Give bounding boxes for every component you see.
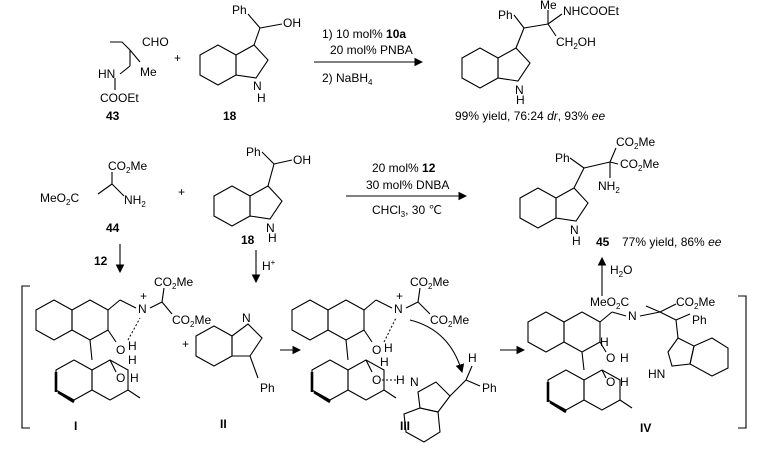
o-text-2: O [116,371,125,385]
co2me-right: CO2Me [430,313,469,329]
o-text-2: O [606,375,615,389]
compound-label-44: 44 [106,221,120,235]
h-text: H [268,231,277,245]
me-text: Me [540,0,557,12]
nh2-text: NH2 [124,193,146,209]
o-text-2: O [372,373,381,387]
reactant-18-mid: Ph OH N H 18 [213,145,311,247]
compound-label-43: 43 [106,109,120,123]
n-text: N [138,302,147,316]
h-text-1: H [384,341,393,355]
hn-text: HN [98,67,115,81]
hn-text: HN [648,367,665,381]
water-label: H2O [610,263,632,279]
co2me-text: CO2Me [676,295,715,311]
h-text: H [257,91,266,105]
co2me-right: CO2Me [172,313,211,329]
h-text-top: H [468,351,477,365]
yield-text-top: 99% yield, 76:24 dr, 93% ee [455,109,605,123]
co2me-text: CO2Me [108,159,147,175]
n-text: N [628,309,637,323]
plus-sign-mech: + [182,337,189,351]
bracket-left [21,285,30,429]
n-indole: N [410,375,419,389]
ph-text: Ph [260,381,275,395]
h-text-1: H [600,335,609,349]
label-IV: IV [640,421,651,435]
label-II: II [220,417,227,431]
reactant-44: CO2Me MeO2C NH2 44 [40,159,147,235]
reactant-18-top: Ph OH N H 18 [199,3,301,123]
h-text: H [572,234,581,248]
co2me-top: CO2Me [154,275,193,291]
meo2c-text: MeO2C [40,191,79,207]
h-text-3: H [620,375,629,389]
plus-charge: + [140,289,147,303]
h-text-3: H [130,371,139,385]
n-text: N [570,223,579,237]
co2me-text-2: CO2Me [620,157,659,173]
ph-text: Ph [482,381,497,395]
plus-sign: + [178,185,185,199]
plus-sign: + [174,51,181,65]
reactant-43: CHO HN Me COOEt 43 [98,35,169,123]
condition-line-3: CHCl3, 30 ℃ [372,203,442,219]
cooet-text: COOEt [100,91,139,105]
n-text: N [266,221,275,235]
h-text-2: H [620,351,629,365]
cho-text: CHO [142,35,169,49]
compound-label-45: 45 [596,235,610,249]
h-text-2: H [128,353,137,367]
h-text: H [516,93,525,107]
n-text: N [515,83,524,97]
compound-label-18-top: 18 [223,109,237,123]
catalyst-label-12: 12 [94,254,108,268]
ph-text: Ph [246,145,261,159]
condition-line-2: 20 mol% PNBA [330,43,413,57]
condition-line-1: 1) 10 mol% 10a [322,27,406,41]
co2me-text-1: CO2Me [616,135,655,151]
condition-line-1: 20 mol% 12 [372,161,436,175]
oh-text: OH [293,153,311,167]
n-text: N [242,311,251,325]
electron-arrow [409,319,465,374]
o-text-1: O [606,351,615,365]
meo2c-text: MeO2C [590,295,629,311]
nh-text: N [253,79,262,93]
product-top: Ph Me NHCOOEt CH2OH N H [461,0,620,107]
h-text-1: H [128,339,137,353]
plus-charge: + [396,289,403,303]
compound-label-18-mid: 18 [241,233,255,247]
label-I: I [74,419,77,433]
co2me-top: CO2Me [410,275,449,291]
intermediate-II: N Ph II [195,311,275,431]
product-45: Ph CO2Me CO2Me NH2 N H 45 77% yield, 86%… [519,135,722,249]
yield-text-45: 77% yield, 86% ee [622,235,722,249]
ph-text: Ph [498,8,513,22]
h-text-2: H [380,355,389,369]
intermediate-IV: MeO2C CO2Me N Ph HN H O H O H IV [527,295,729,435]
intermediate-III: N + CO2Me CO2Me O H H O H N H Ph III [291,275,497,443]
me-text: Me [140,65,157,79]
intermediate-I: N + CO2Me CO2Me O H H O H I [35,275,211,433]
bracket-right [738,295,747,429]
o-text-1: O [116,343,125,357]
oh-text: OH [283,16,301,30]
nhcooet-text: NHCOOEt [563,4,620,18]
condition-line-2: 30 mol% DNBA [366,178,449,192]
nh2-text: NH2 [598,179,620,195]
o-text-1: O [372,343,381,357]
n-text: N [394,302,403,316]
ph-text: Ph [232,3,247,17]
ch2oh-text: CH2OH [556,35,596,51]
label-III: III [400,419,410,433]
h-text-3: H [396,373,405,387]
ph-text: Ph [555,151,570,165]
ph-text: Ph [692,313,707,327]
condition-line-3: 2) NaBH4 [322,71,373,87]
acid-label: H+ [262,258,276,273]
